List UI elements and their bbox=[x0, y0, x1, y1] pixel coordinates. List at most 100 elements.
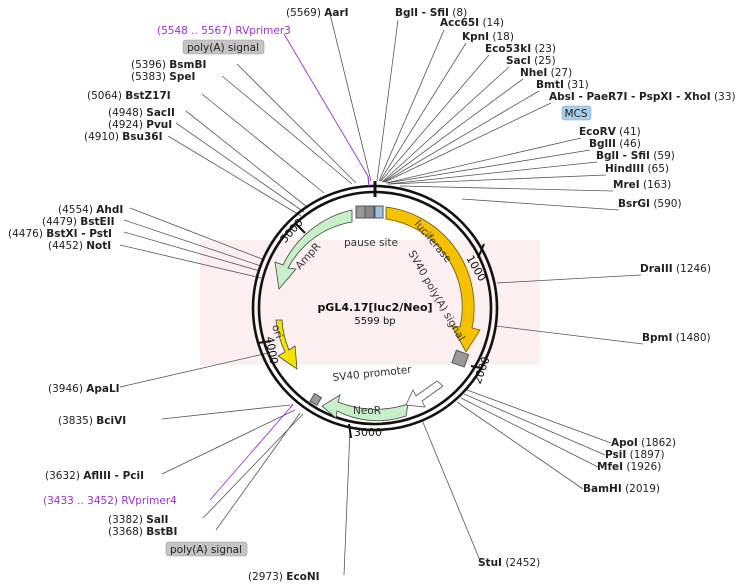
site-label-kpni: KpnI (18) bbox=[462, 31, 514, 43]
polya-signal-bottom-label: poly(A) signal bbox=[170, 544, 242, 556]
leader-lines bbox=[119, 13, 644, 576]
primer-marker-4 bbox=[289, 403, 294, 409]
primer-leader-3 bbox=[283, 33, 369, 177]
site-label-bcivi: (3835) BciVI bbox=[58, 415, 126, 427]
site-leader-line bbox=[386, 149, 591, 184]
site-leader-line bbox=[379, 42, 467, 182]
neor-label: NeoR bbox=[353, 405, 381, 417]
site-leader-line bbox=[385, 137, 582, 184]
neor-feature bbox=[321, 394, 409, 422]
site-label-mfei: MfeI (1926) bbox=[597, 461, 661, 473]
site-leader-line bbox=[185, 110, 308, 208]
site-leader-line bbox=[202, 413, 304, 519]
site-label-bgli-sfii: BglI - SfiI (59) bbox=[596, 150, 675, 162]
site-label-bstbi: (3368) BstBI bbox=[108, 526, 177, 538]
site-label-bsu36i: (4910) Bsu36I bbox=[84, 131, 163, 143]
site-label-noti: (4452) NotI bbox=[48, 240, 111, 252]
site-label-apoi: ApoI (1862) bbox=[611, 437, 676, 449]
tick-label-3000: 3000 bbox=[354, 426, 382, 439]
site-leader-line bbox=[399, 185, 614, 192]
site-leader-line bbox=[382, 78, 524, 183]
polya-signal-bottom-box bbox=[165, 541, 248, 557]
site-leader-line bbox=[236, 63, 357, 184]
site-leader-line bbox=[495, 325, 644, 345]
mcs-box-label-bg bbox=[561, 105, 592, 121]
site-label-aari: (5569) AarI bbox=[286, 7, 349, 19]
watermark bbox=[200, 240, 540, 365]
pause-site-box bbox=[355, 205, 366, 219]
primer-leader-4 bbox=[209, 407, 291, 501]
site-label-bsteii: (4479) BstEII bbox=[42, 216, 115, 228]
site-leader-line bbox=[329, 13, 372, 182]
site-leader-line bbox=[383, 90, 540, 183]
site-label-bstxi-psti: (4476) BstXI - PstI bbox=[8, 228, 112, 240]
site-leader-line bbox=[129, 207, 263, 260]
site-label-bpmi: BpmI (1480) bbox=[642, 332, 711, 344]
site-label-stui: StuI (2452) bbox=[478, 557, 540, 569]
site-leader-line bbox=[119, 352, 269, 388]
site-label-bsmbi: (5396) BsmBI bbox=[131, 59, 206, 71]
primer-marker-3 bbox=[367, 175, 370, 187]
site-leader-line bbox=[215, 412, 301, 531]
site-leader-line bbox=[387, 161, 598, 185]
site-label-ahdi: (4554) AhdI bbox=[58, 204, 123, 216]
site-leader-line bbox=[119, 244, 262, 279]
site-leader-line bbox=[384, 102, 552, 183]
primer-label-rvprimer3: (5548 .. 5567) RVprimer3 bbox=[157, 25, 291, 37]
site-leader-line bbox=[460, 397, 599, 468]
site-leader-line bbox=[463, 393, 606, 456]
polya-box-bottom bbox=[309, 392, 323, 407]
site-label-bmti: BmtI (31) bbox=[536, 79, 589, 91]
tick-label-4000: 4000 bbox=[263, 336, 281, 366]
site-label-pvui: (4924) PvuI bbox=[108, 119, 172, 131]
site-label-hindiii: HindIII (65) bbox=[605, 163, 669, 175]
ori-label: ori bbox=[269, 323, 285, 340]
pause-site-label: pause site bbox=[344, 237, 398, 249]
site-leader-line bbox=[161, 409, 296, 475]
site-leader-line bbox=[123, 219, 262, 267]
site-leader-line bbox=[175, 122, 305, 213]
site-leader-line bbox=[381, 66, 510, 183]
site-label-bsrgi: BsrGI (590) bbox=[618, 198, 682, 210]
primer-label-rvprimer4: (3433 .. 3452) RVprimer4 bbox=[43, 495, 177, 507]
site-leader-line bbox=[221, 75, 353, 185]
site-label-saci: SacI (25) bbox=[506, 55, 556, 67]
site-label-bstz17i: (5064) BstZ17I bbox=[87, 90, 171, 102]
mcs-label: MCS bbox=[564, 108, 587, 120]
site-leader-line bbox=[380, 54, 490, 182]
plasmid-name: pGL4.17[luc2/Neo] bbox=[317, 301, 432, 314]
site-leader-line bbox=[461, 198, 620, 211]
site-label-ecorv: EcoRV (41) bbox=[579, 126, 641, 138]
site-label-spei: (5383) SpeI bbox=[131, 71, 195, 83]
site-leader-line bbox=[378, 29, 445, 182]
site-leader-line bbox=[123, 231, 261, 272]
site-leader-line bbox=[496, 274, 642, 284]
site-leader-line bbox=[466, 389, 612, 444]
ampr-feature bbox=[274, 209, 353, 290]
site-leader-line bbox=[343, 428, 351, 576]
luciferase-feature bbox=[385, 206, 481, 353]
site-label-psii: PsiI (1897) bbox=[605, 449, 665, 461]
site-label-eco53ki: Eco53kI (23) bbox=[485, 43, 556, 55]
plasmid-length: 5599 bp bbox=[354, 316, 395, 327]
sv40-promoter-feature bbox=[405, 380, 444, 408]
polya-signal-top-box bbox=[182, 39, 265, 55]
site-label-sali: (3382) SalI bbox=[108, 514, 168, 526]
site-label-absi-paer7i-pspxi-xhoi: AbsI - PaeR7I - PspXI - XhoI (33) bbox=[549, 91, 736, 103]
site-leader-line bbox=[421, 419, 482, 564]
site-label-apali: (3946) ApaLI bbox=[48, 383, 120, 395]
site-leader-line bbox=[456, 401, 584, 490]
site-leader-line bbox=[376, 19, 399, 182]
ori-feature bbox=[275, 319, 298, 370]
site-label-acc65i: Acc65I (14) bbox=[440, 17, 504, 29]
site-label-bamhi: BamHI (2019) bbox=[583, 483, 660, 495]
site-leader-line bbox=[161, 404, 291, 420]
mcs-box bbox=[374, 205, 384, 219]
site-label-draiii: DraIII (1246) bbox=[640, 263, 711, 275]
site-leader-line bbox=[388, 174, 607, 185]
site-label-econi: (2973) EcoNI bbox=[248, 571, 320, 583]
site-label-sacii: (4948) SacII bbox=[108, 107, 175, 119]
sv40-polya-box bbox=[451, 349, 470, 368]
